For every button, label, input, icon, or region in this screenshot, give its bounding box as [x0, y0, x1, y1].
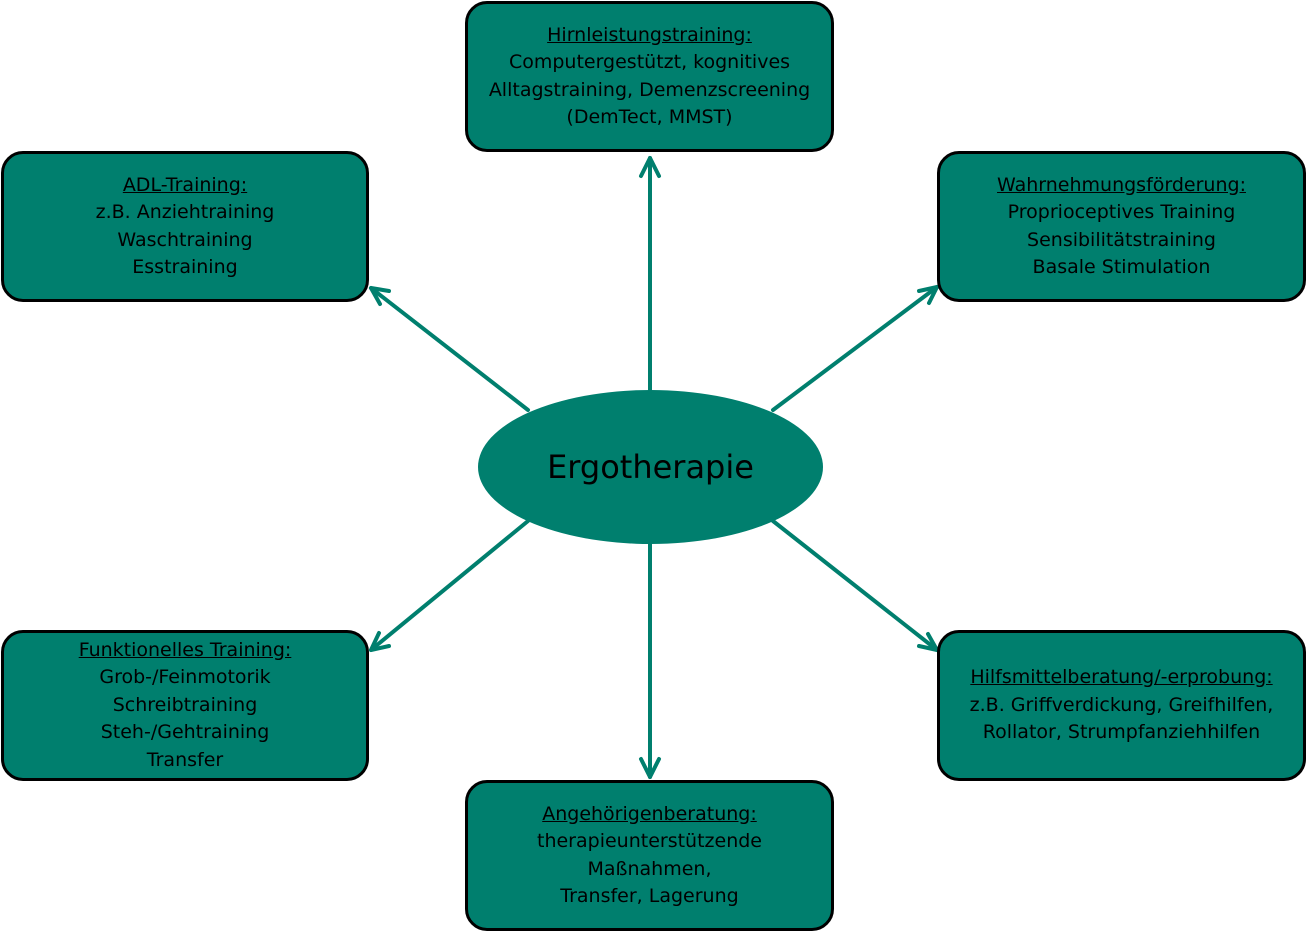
box-line: Alltagstraining, Demenzscreening: [488, 78, 811, 101]
box-line: Waschtraining: [117, 228, 253, 251]
box-line: z.B. Anziehtraining: [95, 201, 275, 223]
arrow-to-angehoerige: [639, 542, 661, 779]
box-line: Esstraining: [132, 256, 238, 278]
arrow-to-adl: [369, 286, 530, 412]
box-angehoerigenberatung: Angehörigenberatung: therapieunterstütze…: [465, 780, 834, 931]
box-line: Transfer: [146, 748, 224, 771]
box-line: Maßnahmen,: [587, 857, 712, 880]
box-heading: Angehörigenberatung:: [542, 802, 757, 825]
box-heading: Hilfsmittelberatung/-erprobung:: [970, 666, 1273, 689]
arrow-to-hilfsmittel: [771, 519, 939, 652]
box-hilfsmittelberatung: Hilfsmittelberatung/-erprobung: z.B. Gri…: [937, 630, 1306, 781]
box-heading: Funktionelles Training:: [78, 638, 292, 661]
box-line: Steh-/Gehtraining: [100, 721, 270, 744]
box-line: (DemTect, MMST): [566, 106, 733, 128]
box-line: Proprioceptives Training: [1007, 201, 1236, 223]
box-line: Rollator, Strumpfanziehhilfen: [982, 721, 1261, 744]
box-funktionelles-training: Funktionelles Training: Grob-/Feinmotori…: [1, 630, 369, 781]
box-line: Sensibilitätstraining: [1027, 228, 1216, 251]
arrow-to-funktionell: [369, 519, 530, 652]
box-line: Basale Stimulation: [1032, 256, 1211, 278]
center-node-ergotherapie: Ergotherapie: [478, 390, 823, 544]
box-line: Grob-/Feinmotorik: [99, 666, 271, 689]
box-heading: Hirnleistungstraining:: [547, 23, 752, 46]
box-hirnleistungstraining: Hirnleistungstraining: Computergestützt,…: [465, 1, 834, 152]
arrow-to-hirnleistung: [639, 156, 661, 392]
arrow-to-wahrnehmung: [771, 285, 939, 412]
box-adl-training: ADL-Training: z.B. Anziehtraining Wascht…: [1, 151, 369, 302]
box-line: therapieunterstützende: [537, 830, 762, 852]
box-heading: Wahrnehmungsförderung:: [997, 173, 1246, 196]
box-line: z.B. Griffverdickung, Greifhilfen,: [969, 693, 1274, 716]
box-line: Transfer, Lagerung: [560, 885, 739, 907]
box-wahrnehmungsfoerderung: Wahrnehmungsförderung: Proprioceptives T…: [937, 151, 1306, 302]
box-line: Computergestützt, kognitives: [508, 51, 791, 73]
box-heading: ADL-Training:: [122, 173, 248, 196]
center-label: Ergotherapie: [547, 448, 754, 486]
box-line: Schreibtraining: [112, 693, 258, 716]
